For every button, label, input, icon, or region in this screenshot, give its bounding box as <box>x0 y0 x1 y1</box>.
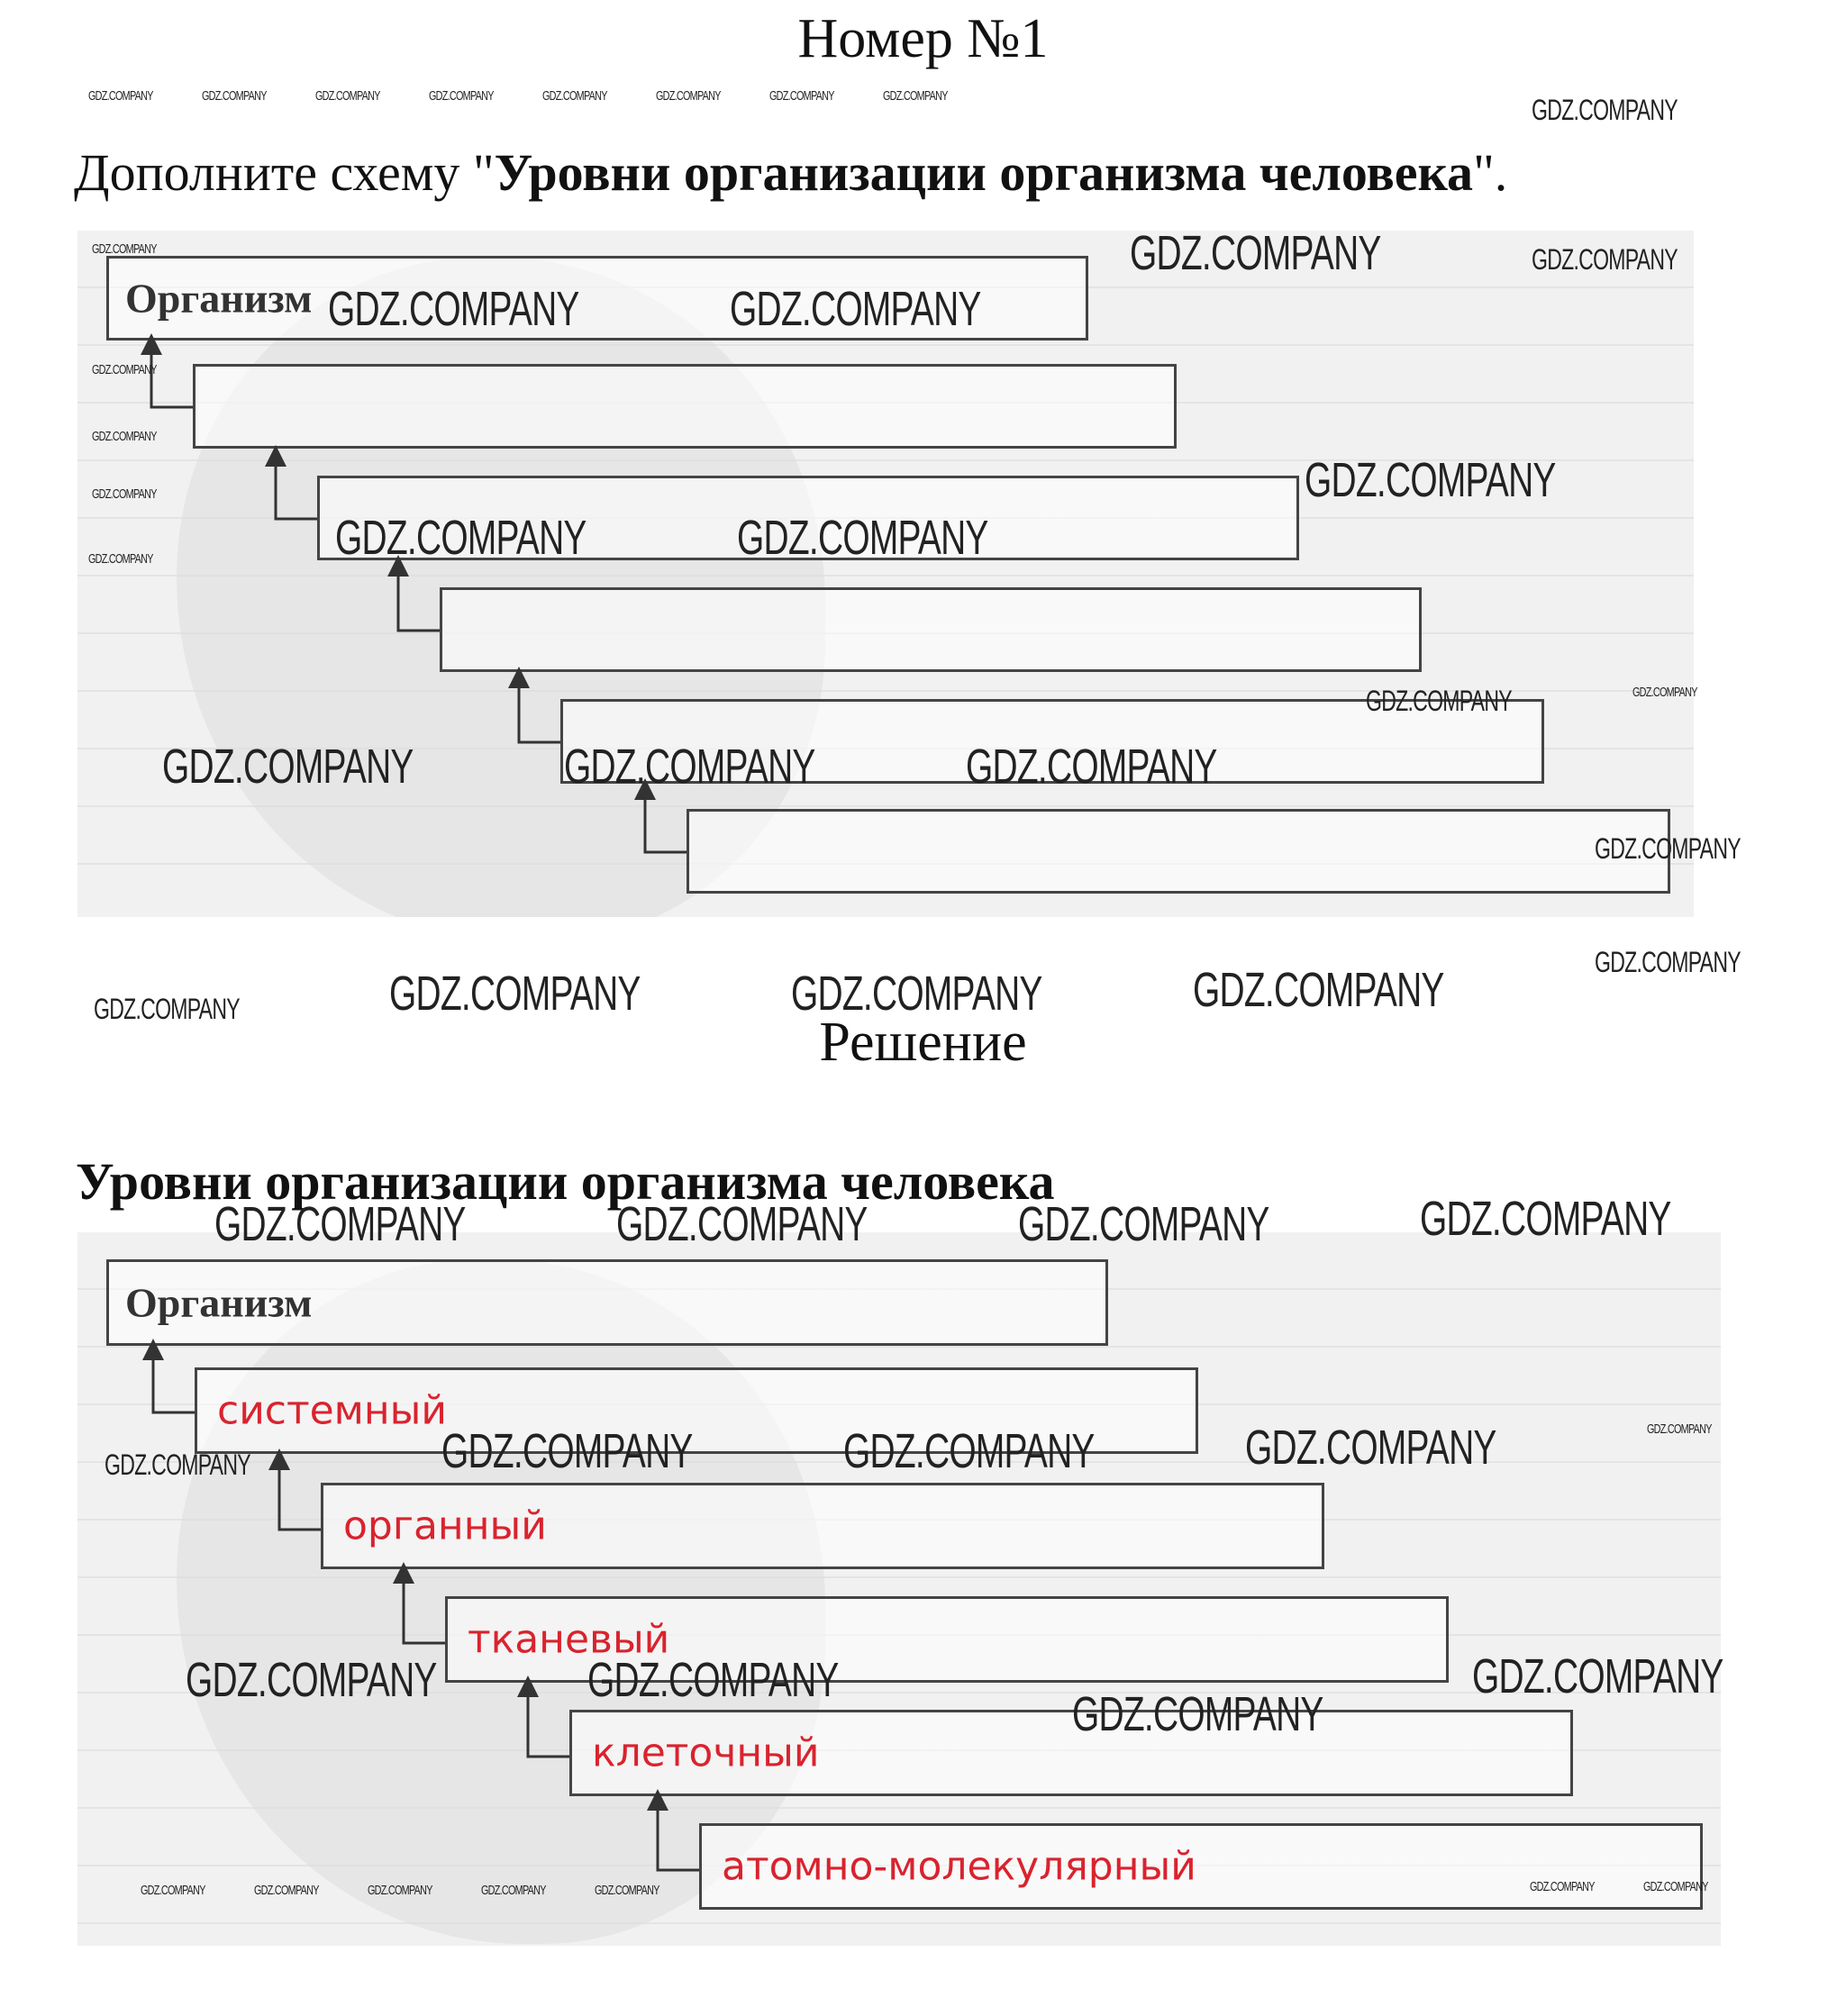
watermark: GDZ.COMPANY <box>1305 453 1556 507</box>
box-level-atomic: атомно-молекулярный <box>699 1823 1703 1910</box>
solved-scheme: Организм системный органный тканевый кле… <box>77 1232 1721 1946</box>
watermark: GDZ.COMPANY <box>1532 94 1678 126</box>
diagram-heading: Уровни организации организма человека <box>76 1152 1055 1211</box>
watermark: GDZ.COMPANY <box>335 511 587 565</box>
watermark: GDZ.COMPANY <box>1472 1649 1723 1703</box>
watermark: GDZ.COMPANY <box>966 740 1217 794</box>
empty-scheme-arrows <box>141 333 687 854</box>
answer-atomic: атомно-молекулярный <box>722 1843 1196 1890</box>
watermark: GDZ.COMPANY <box>542 88 607 104</box>
watermark: GDZ.COMPANY <box>429 88 494 104</box>
watermark: GDZ.COMPANY <box>481 1883 546 1898</box>
watermark: GDZ.COMPANY <box>254 1883 319 1898</box>
watermark: GDZ.COMPANY <box>1072 1687 1323 1741</box>
watermark: GDZ.COMPANY <box>88 551 153 567</box>
watermark: GDZ.COMPANY <box>1245 1421 1496 1475</box>
watermark: GDZ.COMPANY <box>1532 243 1678 276</box>
watermark: GDZ.COMPANY <box>1647 1421 1712 1437</box>
task-prefix: Дополните схему " <box>74 143 495 202</box>
watermark: GDZ.COMPANY <box>730 282 981 336</box>
box-empty-level-1 <box>193 364 1177 449</box>
watermark: GDZ.COMPANY <box>441 1424 693 1478</box>
watermark: GDZ.COMPANY <box>1130 226 1381 280</box>
page-title: Номер №1 <box>797 8 1049 69</box>
watermark: GDZ.COMPANY <box>1595 946 1741 978</box>
empty-scheme: Организм <box>77 231 1694 917</box>
watermark: GDZ.COMPANY <box>92 241 157 257</box>
answer-tissue: тканевый <box>468 1616 670 1663</box>
watermark: GDZ.COMPANY <box>186 1653 437 1707</box>
watermark: GDZ.COMPANY <box>105 1448 251 1481</box>
watermark: GDZ.COMPANY <box>92 429 157 444</box>
watermark: GDZ.COMPANY <box>389 967 641 1021</box>
watermark: GDZ.COMPANY <box>1193 963 1444 1017</box>
answer-organ: органный <box>343 1503 547 1549</box>
solved-scheme-arrows <box>142 1339 699 1872</box>
watermark: GDZ.COMPANY <box>769 88 834 104</box>
watermark: GDZ.COMPANY <box>368 1883 432 1898</box>
watermark: GDZ.COMPANY <box>616 1197 868 1251</box>
watermark: GDZ.COMPANY <box>587 1653 839 1707</box>
box-organism: Организм <box>106 256 1088 341</box>
answer-system: системный <box>217 1387 447 1434</box>
box-organism-label: Организм <box>125 275 313 322</box>
watermark: GDZ.COMPANY <box>1420 1192 1671 1246</box>
watermark: GDZ.COMPANY <box>1018 1197 1269 1251</box>
watermark: GDZ.COMPANY <box>1366 685 1513 717</box>
watermark: GDZ.COMPANY <box>656 88 721 104</box>
watermark: GDZ.COMPANY <box>843 1424 1095 1478</box>
task-text: Дополните схему "Уровни организации орга… <box>74 142 1507 203</box>
box-empty-level-3 <box>440 587 1422 672</box>
answer-cell: клеточный <box>592 1730 820 1776</box>
box-empty-level-4 <box>560 699 1544 784</box>
solution-title: Решение <box>819 1012 1027 1073</box>
watermark: GDZ.COMPANY <box>92 486 157 502</box>
watermark: GDZ.COMPANY <box>94 993 241 1025</box>
watermark: GDZ.COMPANY <box>1632 685 1697 700</box>
watermark: GDZ.COMPANY <box>1595 832 1741 865</box>
watermark: GDZ.COMPANY <box>88 88 153 104</box>
watermark: GDZ.COMPANY <box>564 740 815 794</box>
box-level-system: системный <box>195 1367 1198 1454</box>
box-level-tissue: тканевый <box>445 1596 1449 1683</box>
task-scheme-name: Уровни организации организма человека <box>494 143 1474 202</box>
watermark: GDZ.COMPANY <box>791 967 1042 1021</box>
watermark: GDZ.COMPANY <box>141 1883 205 1898</box>
watermark: GDZ.COMPANY <box>214 1197 466 1251</box>
watermark: GDZ.COMPANY <box>1643 1879 1708 1894</box>
watermark: GDZ.COMPANY <box>328 282 579 336</box>
task-suffix: ". <box>1473 143 1508 202</box>
watermark: GDZ.COMPANY <box>162 740 414 794</box>
box-level-cell: клеточный <box>569 1710 1573 1796</box>
box-level-organ: органный <box>321 1483 1324 1569</box>
watermark: GDZ.COMPANY <box>202 88 267 104</box>
watermark: GDZ.COMPANY <box>595 1883 659 1898</box>
notebook-lines <box>77 231 1694 917</box>
watermark: GDZ.COMPANY <box>1530 1879 1595 1894</box>
watermark: GDZ.COMPANY <box>92 362 157 377</box>
box-organism: Организм <box>106 1259 1108 1346</box>
box-organism-label: Организм <box>125 1279 313 1326</box>
watermark: GDZ.COMPANY <box>315 88 380 104</box>
box-empty-level-2 <box>317 476 1299 560</box>
watermark: GDZ.COMPANY <box>883 88 948 104</box>
box-empty-level-5 <box>687 809 1670 894</box>
watermark: GDZ.COMPANY <box>737 511 988 565</box>
